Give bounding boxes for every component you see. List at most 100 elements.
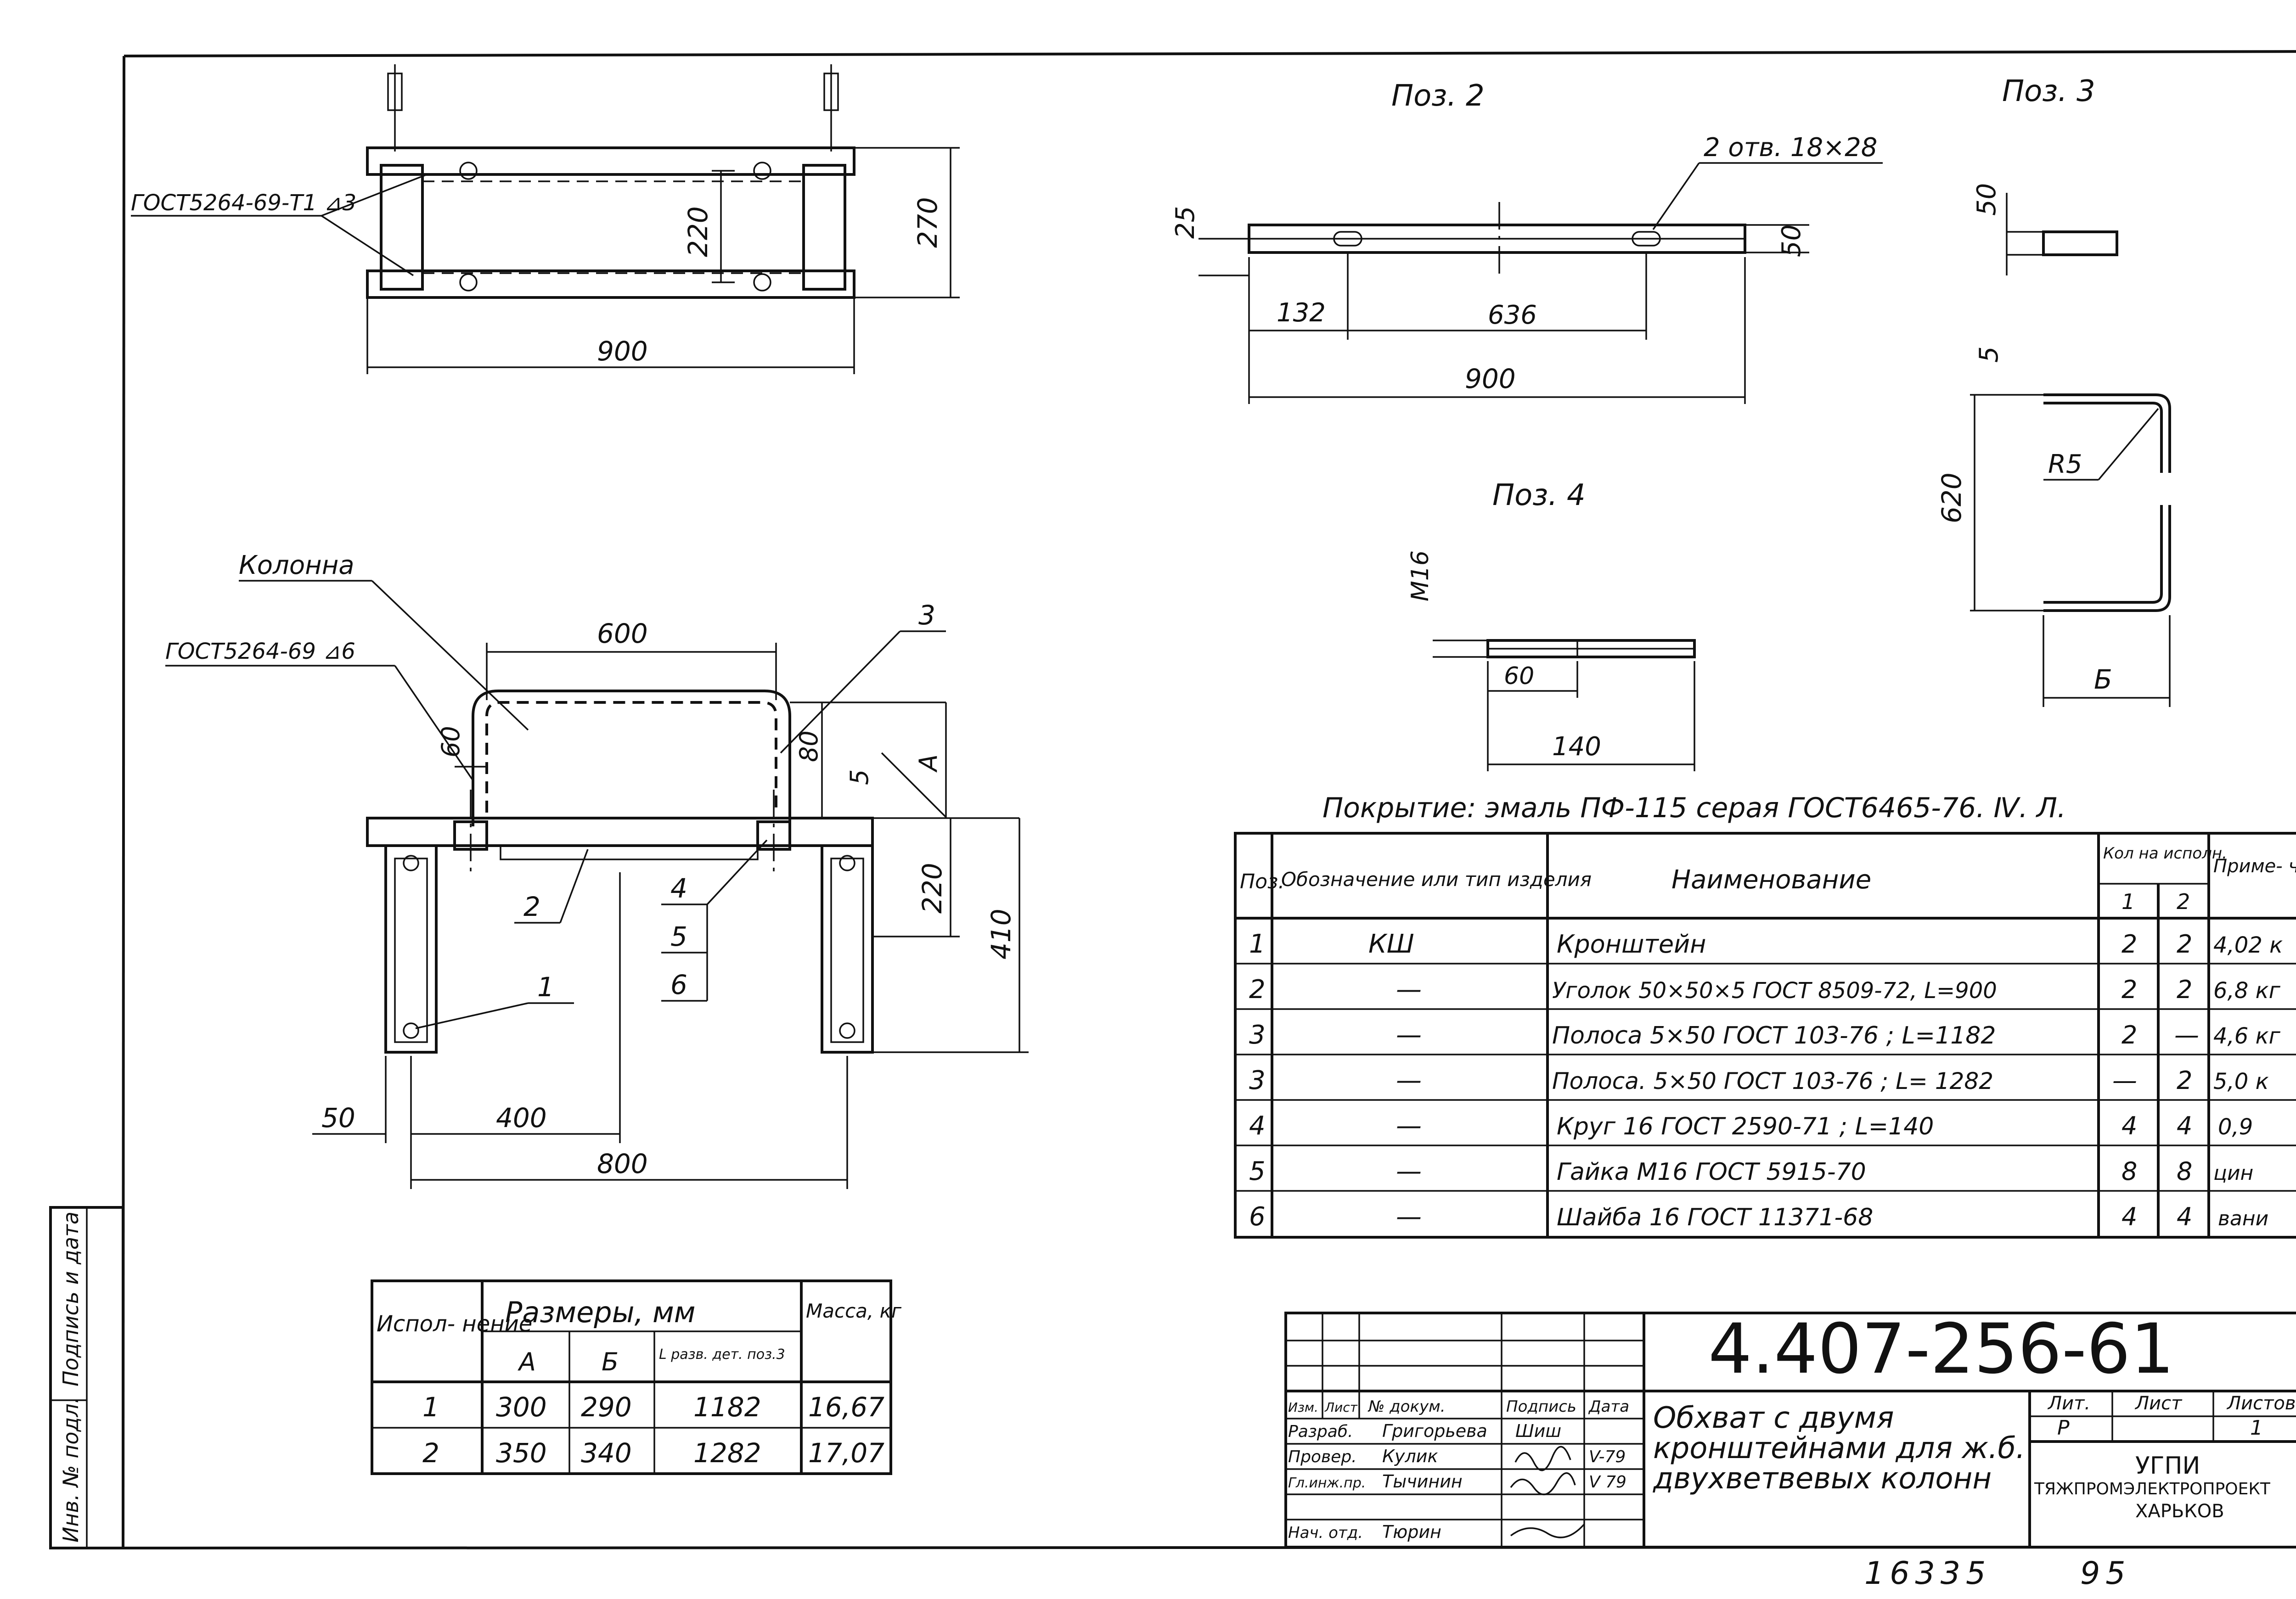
- spec-row-6-q1: 8: [2122, 1157, 2137, 1186]
- size-header-b: Б: [602, 1347, 619, 1376]
- tb-name-2: Кулик: [1382, 1446, 1438, 1466]
- tb-sign-1: Шиш: [1515, 1421, 1561, 1441]
- dim-front-a: А: [914, 754, 943, 773]
- spec-row-2-designation: —: [1396, 975, 1422, 1004]
- spec-row-2-q2: 2: [2177, 975, 2192, 1004]
- tb-stage-value: Р: [2057, 1416, 2070, 1440]
- pos2-dim636: 636: [1488, 300, 1537, 330]
- spec-header-note: Приме- чание: [2213, 856, 2296, 877]
- spec-row-7-pos: 6: [1249, 1202, 1266, 1232]
- dim-front-600: 600: [597, 618, 648, 649]
- pos2-dim132: 132: [1277, 298, 1326, 328]
- size-row-2-mass: 17,07: [808, 1437, 884, 1469]
- dim-front-800: 800: [597, 1148, 648, 1179]
- spec-row-2-name: Уголок 50×50×5 ГОСТ 8509-72, L=900: [1552, 978, 1997, 1004]
- tb-role-2: Провер.: [1288, 1448, 1357, 1466]
- spec-row-1-pos: 1: [1249, 929, 1266, 959]
- bottom-page: 95: [2080, 1555, 2131, 1592]
- size-header-sizes: Размеры, мм: [505, 1296, 696, 1329]
- spec-header-designation: Обозначение или тип изделия: [1281, 868, 1592, 891]
- label-pos3: 3: [918, 600, 935, 631]
- weld-callout-front: ГОСТ5264-69 ⊿6: [165, 639, 355, 664]
- tb-title-line: кронштейнами для ж.б.: [1653, 1431, 2025, 1465]
- spec-row-5-name: Круг 16 ГОСТ 2590-71 ; L=140: [1557, 1113, 1934, 1140]
- front-view: 600 60 80 5 А 220 410 50 400 800 Колонна: [165, 550, 1029, 1189]
- spec-row-3-pos: 3: [1249, 1020, 1266, 1050]
- label-pos1: 1: [537, 971, 554, 1003]
- pos4-dim140: 140: [1552, 732, 1601, 762]
- label-pos4: 4: [670, 873, 687, 904]
- pos4-title: Поз. 4: [1492, 478, 1586, 512]
- spec-row-5-pos: 4: [1249, 1111, 1266, 1141]
- spec-row-1-q1: 2: [2122, 930, 2137, 959]
- detail-pos4: Поз. 4 М16 60 140: [1407, 478, 1696, 771]
- spec-row-7-name: Шайба 16 ГОСТ 11371-68: [1557, 1204, 1873, 1231]
- tb-name-1: Григорьева: [1382, 1421, 1487, 1441]
- dim-front-80: 80: [794, 730, 823, 762]
- pos3-dim5: 5: [1974, 346, 2004, 363]
- side-stamp-label2: Подпись и дата: [58, 1212, 83, 1386]
- dim-top-220: 220: [682, 206, 714, 257]
- size-row-1-variant: 1: [422, 1391, 439, 1423]
- spec-row-6-q2: 8: [2177, 1157, 2192, 1186]
- detail-pos2: Поз. 2 2 отв. 18×28 25 50 132 636 900: [1171, 79, 1883, 404]
- label-pos6: 6: [670, 969, 687, 1000]
- spec-row-4-pos: 3: [1249, 1066, 1266, 1095]
- tb-col-izm: Изм.: [1288, 1400, 1318, 1415]
- side-stamp-label1: Инв. № подл.: [58, 1397, 83, 1543]
- size-row-2-strip: 1282: [693, 1437, 761, 1469]
- dim-front-50: 50: [321, 1102, 355, 1133]
- tb-stage-header: Лит.: [2047, 1393, 2090, 1414]
- dim-front-5: 5: [845, 769, 874, 785]
- spec-row-5-designation: —: [1396, 1111, 1422, 1141]
- spec-row-3-q2: —: [2174, 1021, 2199, 1049]
- spec-table: Поз. Обозначение или тип изделия Наимено…: [1234, 832, 2296, 1239]
- spec-header-name: Наименование: [1671, 865, 1871, 895]
- spec-row-6-designation: —: [1396, 1156, 1422, 1186]
- tb-name-3: Тычинин: [1382, 1471, 1463, 1492]
- dim-top-270: 270: [912, 197, 943, 248]
- pos3-title: Поз. 3: [2002, 74, 2095, 108]
- tb-name-4: Тюрин: [1382, 1522, 1441, 1542]
- spec-row-4-designation: —: [1396, 1066, 1422, 1095]
- size-header-strip: L разв. дет. поз.3: [659, 1347, 785, 1363]
- top-view: ГОСТ5264-69-Т1 ⊿3 900 270 220: [131, 64, 960, 374]
- spec-row-1-designation: КШ: [1368, 929, 1414, 959]
- pos3-dim50-top: 50: [1972, 183, 2002, 216]
- pos3-r5: R5: [2048, 449, 2082, 479]
- size-header-a: А: [518, 1347, 536, 1376]
- size-row-1-mass: 16,67: [808, 1391, 884, 1423]
- tb-date-3: V 79: [1589, 1473, 1626, 1492]
- pos2-dim50: 50: [1777, 224, 1806, 257]
- size-row-1-b: 290: [581, 1391, 632, 1423]
- spec-row-1-q2: 2: [2177, 930, 2192, 959]
- tb-role-3: Гл.инж.пр.: [1288, 1475, 1366, 1491]
- spec-row-5-q1: 4: [2122, 1111, 2137, 1140]
- spec-row-6-pos: 5: [1249, 1156, 1266, 1186]
- spec-row-2-pos: 2: [1249, 975, 1266, 1004]
- spec-row-4-q2: 2: [2177, 1066, 2192, 1095]
- size-row-1-strip: 1182: [693, 1391, 761, 1423]
- pos4-dim60: 60: [1504, 662, 1534, 690]
- spec-header-pos: Поз.: [1240, 870, 1284, 893]
- spec-row-6-note: цин: [2213, 1161, 2253, 1185]
- pos2-title: Поз. 2: [1391, 79, 1485, 113]
- tb-sheets-value: 1: [2250, 1416, 2263, 1440]
- spec-row-5-q2: 4: [2177, 1111, 2192, 1140]
- bottom-number: 16335: [1864, 1555, 1991, 1592]
- size-row-2-b: 340: [581, 1437, 632, 1469]
- weld-callout-top: ГОСТ5264-69-Т1 ⊿3: [131, 190, 356, 216]
- dim-top-900: 900: [597, 336, 648, 367]
- tb-org-line3: ХАРЬКОВ: [2135, 1501, 2224, 1522]
- tb-title-text: Обхват с двумя: [1653, 1401, 1894, 1435]
- detail-pos3: Поз. 3 50 5 620 R5 Б: [1936, 74, 2171, 707]
- pos2-dim900: 900: [1465, 363, 1516, 394]
- pos2-holes: 2 отв. 18×28: [1704, 133, 1877, 163]
- spec-header-q1: 1: [2122, 889, 2135, 914]
- size-table: Испол- нение Размеры, мм А Б L разв. дет…: [371, 1279, 902, 1475]
- label-pos2: 2: [523, 891, 540, 922]
- size-row-2-variant: 2: [422, 1437, 439, 1469]
- coating-note: Покрытие: эмаль ПФ-115 серая ГОСТ6465-76…: [1322, 792, 2066, 824]
- signature-tyurin: [1510, 1523, 1585, 1538]
